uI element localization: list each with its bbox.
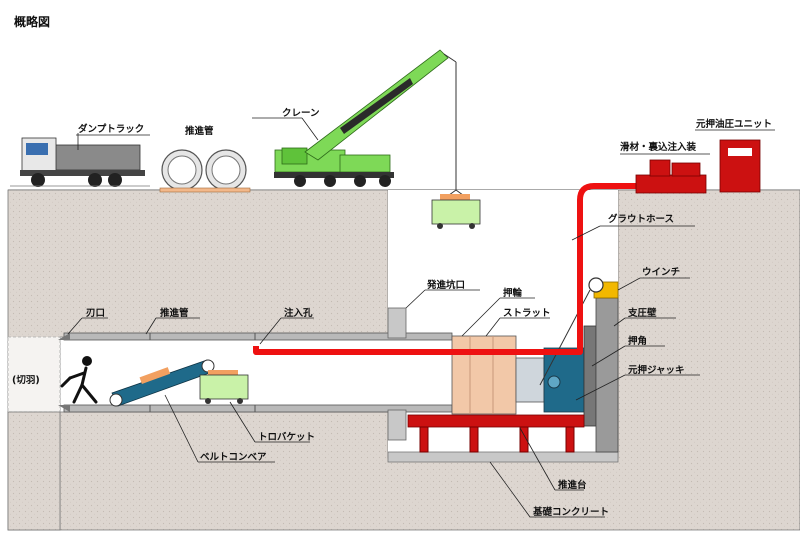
push-ring (451, 335, 517, 415)
diagram-title: 概略図 (14, 14, 50, 29)
label-jacking-bed: 推進台 (558, 479, 587, 491)
grout-injection-unit (635, 159, 707, 194)
foundation-concrete (387, 451, 619, 463)
launch-opening (387, 307, 407, 339)
jacking-bed (407, 414, 585, 428)
label-belt-conveyor: ベルトコンベア (200, 452, 267, 463)
hoisted-trolley (431, 194, 481, 229)
label-trolley: トロバケット (258, 431, 315, 443)
grout-hose (253, 183, 636, 355)
jack-ram (515, 357, 545, 403)
hydraulic-unit (719, 139, 761, 193)
label-injection-hole: 注入孔 (284, 307, 313, 319)
cutter-edge-bottom (58, 405, 70, 412)
dump-truck (10, 137, 150, 187)
label-dump-truck: ダンプトラック (78, 123, 144, 135)
label-push-angle: 押角 (628, 335, 647, 347)
reaction-wall (595, 297, 619, 453)
label-pipe-surface: 推進管 (185, 125, 214, 137)
label-winch: ウインチ (642, 267, 680, 278)
label-foundation: 基礎コンクリート (532, 506, 609, 518)
belt-conveyor (109, 359, 215, 407)
leader-lines (67, 117, 775, 518)
tunnel-trolley (199, 370, 249, 404)
label-face: (切羽) (12, 375, 40, 386)
label-pipe-tunnel: 推進管 (160, 307, 189, 319)
label-crane: クレーン (282, 108, 320, 119)
surface-pipes (159, 149, 251, 193)
worker (60, 356, 98, 404)
label-launch-opening: 発進坑口 (426, 279, 465, 291)
label-strut: ストラット (503, 308, 551, 319)
label-reaction-wall: 支圧壁 (627, 307, 657, 319)
label-cutter-edge: 刃口 (86, 308, 105, 319)
label-main-jack: 元押ジャッキ (628, 364, 685, 376)
push-angle (583, 325, 597, 427)
face-zone (7, 336, 61, 413)
label-hydraulic-unit: 元押油圧ユニット (696, 118, 772, 130)
cutter-edge-top (58, 333, 70, 340)
winch-pulley (588, 277, 604, 293)
label-grout-unit: 滑材・裏込注入装 (620, 141, 697, 153)
label-grout-hose: グラウトホース (608, 213, 674, 225)
label-ring: 押輪 (503, 287, 523, 299)
crane (274, 49, 468, 199)
